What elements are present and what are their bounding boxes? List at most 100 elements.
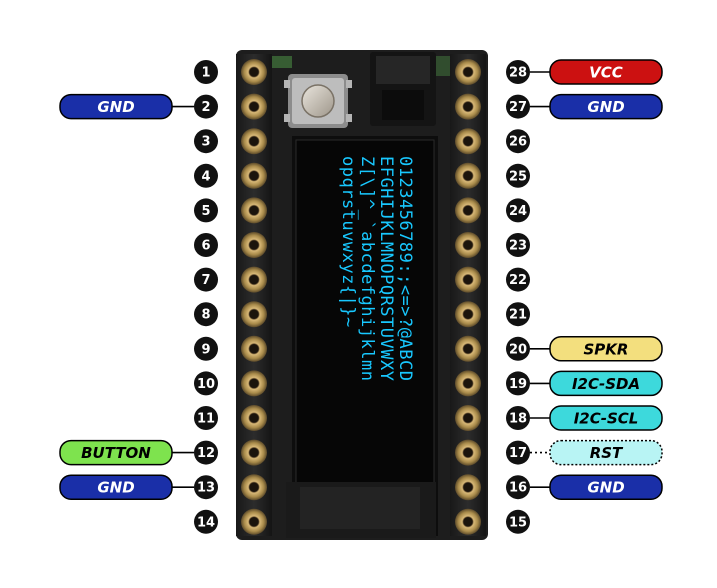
pin-number-25: 25 bbox=[506, 163, 530, 188]
label-text: GND bbox=[97, 98, 134, 116]
label-spkr-pin-20: SPKR bbox=[549, 336, 663, 362]
pin-number-12: 12 bbox=[194, 440, 218, 465]
pin-number-text: 17 bbox=[509, 446, 527, 461]
label-gnd-pin-13: GND bbox=[59, 474, 173, 500]
pin-number-15: 15 bbox=[506, 509, 530, 534]
label-text: I2C-SDA bbox=[572, 375, 640, 393]
pin-pad-22 bbox=[455, 266, 481, 293]
pin-number-3: 3 bbox=[194, 129, 218, 154]
pin-pad-23 bbox=[455, 232, 481, 258]
pin-pad-12 bbox=[241, 439, 267, 466]
pin-number-text: 5 bbox=[201, 204, 210, 219]
pin-number-text: 27 bbox=[509, 100, 527, 115]
label-text: GND bbox=[587, 98, 624, 116]
battery-connector-icon bbox=[370, 52, 436, 126]
pin-labels: GND BUTTON GND VCC GND SPKR I2C-SDA I2C-SCL RST G… bbox=[59, 59, 663, 500]
pin-pad-5 bbox=[241, 197, 267, 224]
label-vcc-pin-28: VCC bbox=[549, 59, 663, 85]
pin-pad-21 bbox=[455, 301, 481, 328]
pin-number-13: 13 bbox=[194, 475, 218, 500]
pin-number-18: 18 bbox=[506, 406, 530, 430]
pin-pad-13 bbox=[241, 474, 267, 501]
pin-pad-8 bbox=[241, 301, 267, 328]
pin-pad-14 bbox=[241, 508, 267, 535]
pin-pads bbox=[241, 59, 481, 535]
pin-number-text: 15 bbox=[509, 515, 527, 530]
pin-number-27: 27 bbox=[506, 94, 530, 119]
pin-number-text: 3 bbox=[201, 135, 210, 150]
tactile-push-button-icon bbox=[284, 74, 352, 128]
pin-number-28: 28 bbox=[506, 60, 530, 84]
pin-number-text: 14 bbox=[197, 515, 215, 530]
pin-pad-20 bbox=[455, 335, 481, 362]
pin-pad-9 bbox=[241, 335, 267, 362]
label-text: BUTTON bbox=[81, 444, 151, 462]
pin-number-text: 1 bbox=[201, 66, 210, 81]
pin-number-text: 9 bbox=[201, 342, 210, 357]
label-button-pin-12: BUTTON bbox=[59, 439, 173, 466]
pin-number-text: 12 bbox=[197, 446, 215, 461]
label-rst-pin-17: RST bbox=[549, 439, 663, 466]
pin-number-14: 14 bbox=[194, 509, 218, 534]
pin-number-1: 1 bbox=[194, 60, 218, 84]
pin-pad-11 bbox=[241, 405, 267, 431]
pin-number-4: 4 bbox=[194, 163, 218, 188]
label-connectors bbox=[172, 71, 550, 489]
pin-number-text: 21 bbox=[509, 308, 527, 323]
pin-number-text: 10 bbox=[197, 377, 215, 392]
pin-number-text: 11 bbox=[197, 412, 215, 427]
board: 0123456789:;<=>?@ABCD EFGHIJKLMNOPQRSTUV… bbox=[236, 50, 488, 540]
pin-number-text: 25 bbox=[509, 169, 527, 184]
label-text: GND bbox=[97, 479, 134, 497]
pin-numbers: 1234567891011121314282726252423222120191… bbox=[194, 60, 530, 534]
pin-number-22: 22 bbox=[506, 267, 530, 292]
pin-number-11: 11 bbox=[194, 406, 218, 430]
pin-number-17: 17 bbox=[506, 440, 530, 465]
pin-number-8: 8 bbox=[194, 302, 218, 327]
pin-number-text: 13 bbox=[197, 481, 215, 496]
pin-pad-7 bbox=[241, 266, 267, 293]
pin-number-text: 18 bbox=[509, 412, 527, 427]
pin-number-6: 6 bbox=[194, 233, 218, 257]
oled-line-1: 0123456789:;<=>?@ABCD bbox=[395, 156, 415, 381]
pin-number-text: 20 bbox=[509, 342, 527, 357]
label-gnd-pin-27: GND bbox=[549, 93, 663, 120]
pin-pad-19 bbox=[455, 370, 481, 397]
pin-number-text: 4 bbox=[201, 169, 210, 184]
pin-number-7: 7 bbox=[194, 267, 218, 292]
pin-pad-26 bbox=[455, 128, 481, 155]
oled-line-4: opqrstuvwxyz{|}~ bbox=[338, 156, 358, 328]
pin-pad-6 bbox=[241, 232, 267, 258]
label-gnd-pin-16: GND bbox=[549, 474, 663, 500]
label-text: GND bbox=[587, 479, 624, 497]
pin-number-text: 2 bbox=[201, 100, 210, 115]
pin-number-19: 19 bbox=[506, 371, 530, 396]
pin-pad-27 bbox=[455, 93, 481, 120]
label-i2c-sda-pin-19: I2C-SDA bbox=[549, 370, 663, 397]
pin-pad-25 bbox=[455, 162, 481, 189]
pcb-green-edge bbox=[272, 56, 292, 68]
pin-number-text: 22 bbox=[509, 273, 527, 288]
pin-pad-3 bbox=[241, 128, 267, 155]
pin-pad-4 bbox=[241, 162, 267, 189]
label-gnd-pin-2: GND bbox=[59, 93, 173, 120]
pin-number-5: 5 bbox=[194, 198, 218, 223]
label-text: VCC bbox=[589, 64, 623, 82]
pin-pad-2 bbox=[241, 93, 267, 120]
pin-pad-17 bbox=[455, 439, 481, 466]
pin-number-text: 24 bbox=[509, 204, 527, 219]
pin-number-23: 23 bbox=[506, 233, 530, 257]
pin-number-text: 19 bbox=[509, 377, 527, 392]
pcb-green-edge-right bbox=[434, 56, 450, 76]
label-i2c-scl-pin-18: I2C-SCL bbox=[549, 405, 663, 431]
pin-number-text: 16 bbox=[509, 481, 527, 496]
pin-pad-24 bbox=[455, 197, 481, 224]
pin-pad-28 bbox=[455, 59, 481, 85]
pin-pad-18 bbox=[455, 405, 481, 431]
pin-pad-10 bbox=[241, 370, 267, 397]
pin-pad-16 bbox=[455, 474, 481, 501]
oled-line-2: EFGHIJKLMNOPQRSTUVWXY bbox=[376, 156, 396, 381]
label-text: SPKR bbox=[584, 340, 629, 358]
pin-number-9: 9 bbox=[194, 336, 218, 361]
